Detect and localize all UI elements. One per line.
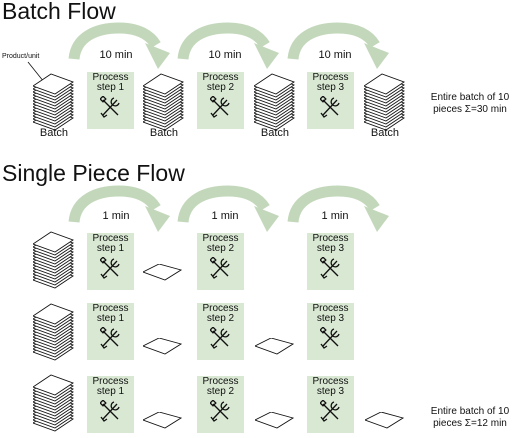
wrench-screwdriver-icon	[320, 400, 340, 422]
single-piece	[255, 338, 294, 355]
batch-time-label: 10 min	[318, 49, 352, 61]
batch-label: Batch	[260, 127, 290, 139]
wrench-screwdriver-icon	[100, 96, 120, 118]
batch-stack	[33, 73, 74, 131]
single-piece	[143, 338, 182, 355]
wrench-screwdriver-icon	[210, 96, 230, 118]
wrench-screwdriver-icon	[100, 257, 120, 279]
wrench-screwdriver-icon	[100, 327, 120, 349]
wrench-screwdriver-icon	[320, 327, 340, 349]
product-unit-label: Product/unit	[2, 53, 40, 60]
wrench-screwdriver-icon	[210, 327, 230, 349]
single-piece-flow-title: Single Piece Flow	[2, 160, 185, 186]
spf-stack	[33, 303, 74, 361]
batch-stack	[254, 73, 295, 131]
spf-stack	[33, 374, 74, 432]
spf-time-label: 1 min	[102, 210, 130, 222]
batch-stack	[143, 73, 184, 131]
single-piece	[143, 264, 182, 281]
batch-label: Batch	[149, 127, 179, 139]
single-piece	[365, 412, 404, 429]
wrench-screwdriver-icon	[210, 257, 230, 279]
batch-time-label: 10 min	[99, 49, 133, 61]
wrench-screwdriver-icon	[100, 400, 120, 422]
spf-stack	[33, 231, 74, 289]
wrench-screwdriver-icon	[320, 257, 340, 279]
wrench-screwdriver-icon	[320, 96, 340, 118]
single-piece	[143, 412, 182, 429]
batch-label: Batch	[39, 127, 69, 139]
single-piece	[255, 412, 294, 429]
spf-time-label: 1 min	[211, 210, 239, 222]
batch-time-label: 10 min	[208, 49, 242, 61]
spf-time-label: 1 min	[321, 210, 349, 222]
wrench-screwdriver-icon	[210, 400, 230, 422]
batch-stack	[364, 73, 405, 131]
batch-flow-title: Batch Flow	[2, 0, 116, 24]
batch-label: Batch	[370, 127, 400, 139]
